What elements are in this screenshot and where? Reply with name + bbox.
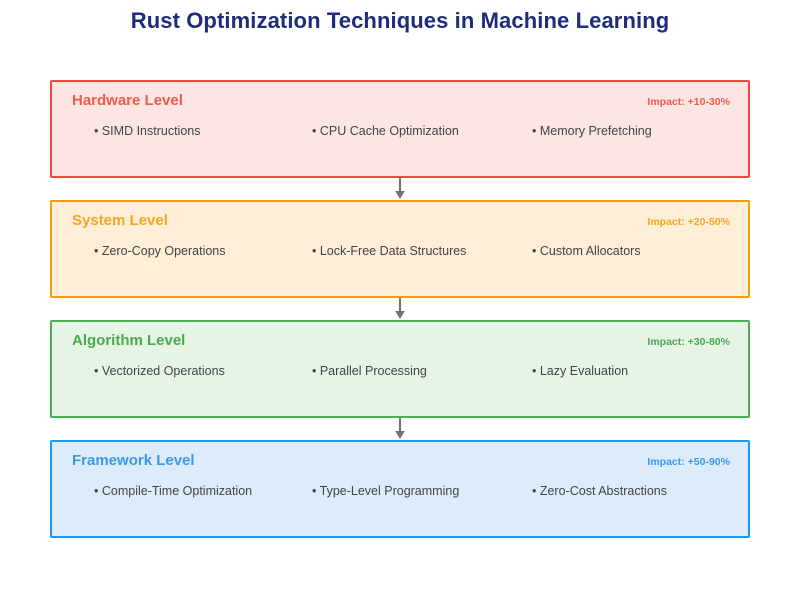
level-box[interactable]: Framework Level Impact: +50-90% • Compile-… <box>50 440 750 538</box>
level-header: Hardware Level Impact: +10-30% <box>72 92 730 114</box>
flow-connector <box>50 418 750 440</box>
flow-connector <box>50 298 750 320</box>
level-box[interactable]: System Level Impact: +20-50% • Zero-Copy O… <box>50 200 750 298</box>
level-impact-badge: Impact: +10-30% <box>647 96 730 108</box>
down-arrow-icon <box>395 178 405 199</box>
technique-item: • CPU Cache Optimization <box>312 124 459 138</box>
flow-connector <box>50 178 750 200</box>
technique-list: • Vectorized Operations • Parallel Proces… <box>52 364 752 384</box>
down-arrow-icon <box>395 418 405 439</box>
technique-item: • Zero-Copy Operations <box>94 244 226 258</box>
level-header: System Level Impact: +20-50% <box>72 212 730 234</box>
technique-item: • Zero-Cost Abstractions <box>532 484 667 498</box>
technique-item: • Custom Allocators <box>532 244 641 258</box>
level-box[interactable]: Algorithm Level Impact: +30-80% • Vectoriz… <box>50 320 750 418</box>
level-title: Hardware Level <box>72 92 183 109</box>
technique-item: • Compile-Time Optimization <box>94 484 253 498</box>
technique-item: • Type-Level Programming <box>312 484 460 498</box>
level-title: System Level <box>72 212 168 229</box>
technique-item: • Vectorized Operations <box>94 364 225 378</box>
technique-item: • Memory Prefetching <box>532 124 652 138</box>
page-title: Rust Optimization Techniques in Machine … <box>130 8 670 33</box>
level-title: Algorithm Level <box>72 332 186 349</box>
optimization-levels-flow: Hardware Level Impact: +10-30% • SIMD Inst… <box>50 80 750 538</box>
level-impact-badge: Impact: +30-80% <box>647 336 730 348</box>
technique-list: • Compile-Time Optimization • Type-Level … <box>52 484 752 504</box>
down-arrow-icon <box>395 298 405 319</box>
technique-list: • SIMD Instructions • CPU Cache Optimizat… <box>52 124 752 144</box>
technique-item: • SIMD Instructions <box>94 124 201 138</box>
technique-list: • Zero-Copy Operations • Lock-Free Data S… <box>52 244 752 264</box>
level-header: Framework Level Impact: +50-90% <box>72 452 730 474</box>
technique-item: • Lock-Free Data Structures <box>312 244 467 258</box>
technique-item: • Parallel Processing <box>312 364 427 378</box>
level-impact-badge: Impact: +50-90% <box>647 456 730 468</box>
technique-item: • Lazy Evaluation <box>532 364 629 378</box>
level-impact-badge: Impact: +20-50% <box>647 216 730 228</box>
level-header: Algorithm Level Impact: +30-80% <box>72 332 730 354</box>
level-box[interactable]: Hardware Level Impact: +10-30% • SIMD Inst… <box>50 80 750 178</box>
level-title: Framework Level <box>72 452 195 469</box>
